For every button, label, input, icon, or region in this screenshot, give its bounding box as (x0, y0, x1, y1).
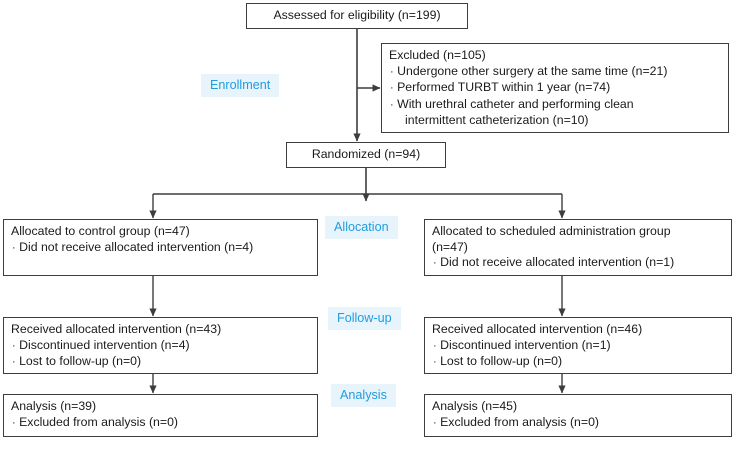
node-excluded: Excluded (n=105) · Undergone other surge… (381, 43, 729, 133)
node-excluded-reason-text-continued: intermittent catheterization (n=10) (405, 113, 589, 127)
node-excluded-reason: · Performed TURBT within 1 year (n=74) (389, 80, 722, 97)
node-followup-left-bullet-text: Lost to follow-up (n=0) (19, 354, 142, 368)
bullet-dot-icon: · (12, 416, 16, 429)
node-allocation-right-bullet: · Did not receive allocated intervention… (432, 255, 725, 272)
node-excluded-reason: · Undergone other surgery at the same ti… (389, 64, 722, 81)
node-followup-scheduled-administration-group: Received allocated intervention (n=46) ·… (424, 317, 732, 374)
node-followup-left-title: Received allocated intervention (n=43) (11, 322, 222, 336)
node-followup-right-bullet-text: Discontinued intervention (n=1) (440, 337, 611, 352)
node-allocation-scheduled-administration-group: Allocated to scheduled administration gr… (424, 219, 732, 276)
node-analysis-right-title: Analysis (n=45) (432, 399, 518, 413)
node-analysis-right-bullet-text: Excluded from analysis (n=0) (440, 414, 599, 429)
node-allocation-control-group: Allocated to control group (n=47) · Did … (3, 219, 318, 276)
bullet-dot-icon: · (433, 416, 437, 429)
node-allocation-left-bullet: · Did not receive allocated intervention… (11, 240, 311, 257)
node-allocation-right-title-continued: (n=47) (432, 239, 468, 254)
node-followup-control-group: Received allocated intervention (n=43) ·… (3, 317, 318, 374)
node-analysis-scheduled-administration-group: Analysis (n=45) · Excluded from analysis… (424, 394, 732, 437)
node-analysis-left-title: Analysis (n=39) (11, 399, 97, 413)
bullet-dot-icon: · (12, 339, 16, 352)
node-excluded-reason-text: With urethral catheter and performing cl… (397, 96, 634, 111)
bullet-dot-icon: · (433, 356, 437, 368)
node-allocation-left-title: Allocated to control group (n=47) (11, 224, 190, 238)
node-followup-right-bullet-text: Lost to follow-up (n=0) (440, 354, 563, 368)
node-assessed-for-eligibility: Assessed for eligibility (n=199) (246, 3, 468, 29)
node-followup-left-bullet-text: Discontinued intervention (n=4) (19, 337, 190, 352)
node-followup-right-bullet: · Lost to follow-up (n=0) (432, 354, 725, 371)
bullet-dot-icon: · (390, 98, 394, 111)
bullet-dot-icon: · (390, 65, 394, 78)
bullet-dot-icon: · (433, 339, 437, 352)
node-allocation-right-bullet-text: Did not receive allocated intervention (… (440, 255, 675, 269)
node-excluded-reason: · With urethral catheter and performing … (389, 97, 722, 114)
node-followup-left-bullet: · Lost to follow-up (n=0) (11, 354, 311, 371)
bullet-dot-icon: · (12, 356, 16, 368)
node-analysis-control-group: Analysis (n=39) · Excluded from analysis… (3, 394, 318, 437)
node-followup-right-title: Received allocated intervention (n=46) (432, 322, 643, 336)
bullet-dot-icon: · (12, 241, 16, 254)
node-randomized: Randomized (n=94) (286, 142, 446, 168)
node-excluded-title: Excluded (n=105) (389, 48, 486, 62)
node-followup-left-bullet: · Discontinued intervention (n=4) (11, 338, 311, 355)
node-excluded-reason-text: Performed TURBT within 1 year (n=74) (397, 80, 611, 94)
stage-label-enrollment: Enrollment (201, 74, 280, 97)
node-randomized-title: Randomized (n=94) (311, 147, 421, 162)
stage-label-analysis: Analysis (331, 384, 396, 407)
bullet-dot-icon: · (390, 82, 394, 94)
stage-label-follow-up: Follow-up (328, 307, 401, 330)
node-assessed-title: Assessed for eligibility (n=199) (273, 8, 441, 23)
node-analysis-left-bullet: · Excluded from analysis (n=0) (11, 415, 311, 432)
node-allocation-left-bullet-text: Did not receive allocated intervention (… (19, 239, 254, 254)
node-analysis-left-bullet-text: Excluded from analysis (n=0) (19, 414, 178, 429)
node-excluded-reason-text: Undergone other surgery at the same time… (397, 63, 668, 78)
node-analysis-right-bullet: · Excluded from analysis (n=0) (432, 415, 725, 432)
bullet-dot-icon: · (433, 257, 437, 269)
node-allocation-right-title: Allocated to scheduled administration gr… (432, 224, 671, 238)
node-followup-right-bullet: · Discontinued intervention (n=1) (432, 338, 725, 355)
stage-label-allocation: Allocation (325, 216, 398, 239)
